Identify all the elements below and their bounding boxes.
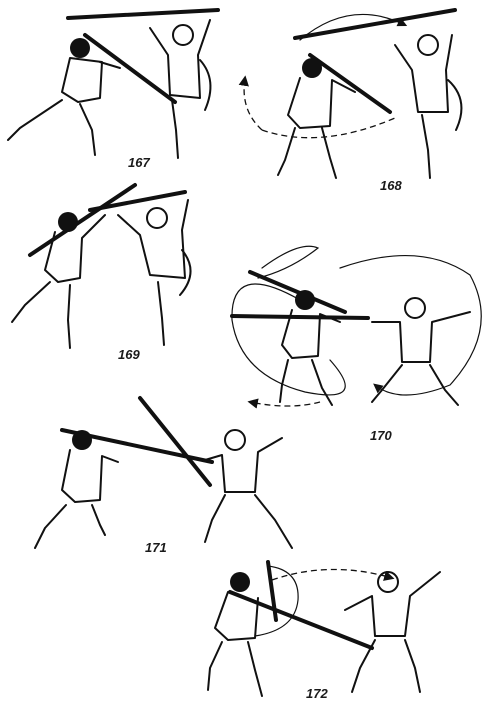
opponent-torso: [204, 437, 283, 493]
fighter-leg-left: [34, 504, 67, 549]
opponent-head: [377, 571, 399, 593]
fighter-leg-left: [279, 359, 289, 403]
opponent-head: [224, 429, 246, 451]
fighter-head: [58, 212, 78, 232]
opponent-torso: [149, 19, 211, 99]
opponent-raised-knee: [179, 249, 192, 296]
fighter-leg-left: [207, 641, 223, 691]
motion-arc: [254, 565, 299, 637]
fighter-leg-right: [321, 127, 337, 179]
figure-168-drawing: [238, 8, 463, 179]
opponent-leg-left: [204, 494, 226, 543]
opponent-head: [417, 34, 439, 56]
fighter-leg-right: [91, 504, 106, 536]
opponent-leg: [421, 114, 431, 179]
opponent-leg-right: [429, 364, 459, 406]
fighter-head: [70, 38, 90, 58]
figure-label-168: 168: [380, 178, 402, 193]
staff-diagonal: [83, 33, 177, 104]
fighter-head: [230, 572, 250, 592]
fighter-head: [295, 290, 315, 310]
figure-label-167: 167: [128, 155, 150, 170]
staff-horizontal: [230, 314, 370, 320]
fighter-torso: [214, 591, 259, 641]
opponent-leg-right: [254, 494, 293, 549]
fighter-torso: [281, 309, 341, 359]
figure-label-169: 169: [118, 347, 140, 362]
fighter-leg-right: [67, 284, 71, 349]
figure-172-drawing: [207, 560, 441, 697]
opponent-leg-left: [371, 364, 403, 403]
staff-horizontal: [293, 8, 457, 40]
opponent-torso: [117, 199, 189, 279]
staff-vertical: [266, 560, 278, 622]
opponent-torso: [344, 571, 441, 637]
figure-label-172: 172: [306, 686, 328, 701]
opponent-raised-knee: [447, 79, 463, 131]
figure-169-drawing: [11, 183, 192, 349]
fighter-torso: [61, 449, 119, 503]
staff-horizontal: [88, 190, 187, 212]
opponent-head: [404, 297, 426, 319]
fighter-leg-left: [11, 281, 51, 323]
opponent-leg-left: [351, 639, 376, 693]
opponent-torso: [394, 34, 453, 113]
figure-167-drawing: [7, 8, 220, 159]
motion-arrow-top: [299, 13, 408, 41]
opponent-leg: [171, 99, 179, 159]
staff-diagonal: [28, 183, 137, 257]
staff-horizontal: [66, 8, 220, 20]
opponent-raised-knee: [199, 59, 212, 111]
figure-170-drawing: [230, 245, 482, 409]
figure-label-171: 171: [145, 540, 167, 555]
staff-diagonal: [138, 396, 212, 487]
opponent-leg-right: [404, 639, 421, 693]
fighter-leg-right: [247, 641, 263, 697]
motion-loop-top: [257, 245, 320, 279]
motion-arrow-dashed: [271, 568, 395, 581]
figure-label-170: 170: [370, 428, 392, 443]
motion-arrow-bottom: [247, 398, 321, 409]
figure-171-drawing: [34, 396, 293, 549]
fighter-torso: [44, 214, 106, 283]
staff-diagonal: [248, 270, 347, 314]
fighter-torso: [287, 77, 356, 129]
staff-diagonal: [308, 53, 392, 114]
motion-arrow-left: [238, 75, 263, 131]
opponent-torso: [371, 311, 471, 363]
staff-diagonal: [228, 590, 374, 650]
fighter-leg-left: [277, 127, 296, 176]
fighter-head: [302, 58, 322, 78]
opponent-leg: [157, 281, 165, 346]
fighter-leg-left: [7, 99, 63, 141]
fighter-head: [72, 430, 92, 450]
motion-arc-bottom: [261, 117, 396, 139]
fighter-leg-right: [311, 359, 333, 406]
motion-loop-right: [339, 255, 482, 396]
fighter-leg-right: [79, 103, 96, 156]
opponent-head: [172, 24, 194, 46]
opponent-head: [146, 207, 168, 229]
fighter-torso: [61, 57, 103, 103]
motion-loop-left: [231, 283, 346, 396]
